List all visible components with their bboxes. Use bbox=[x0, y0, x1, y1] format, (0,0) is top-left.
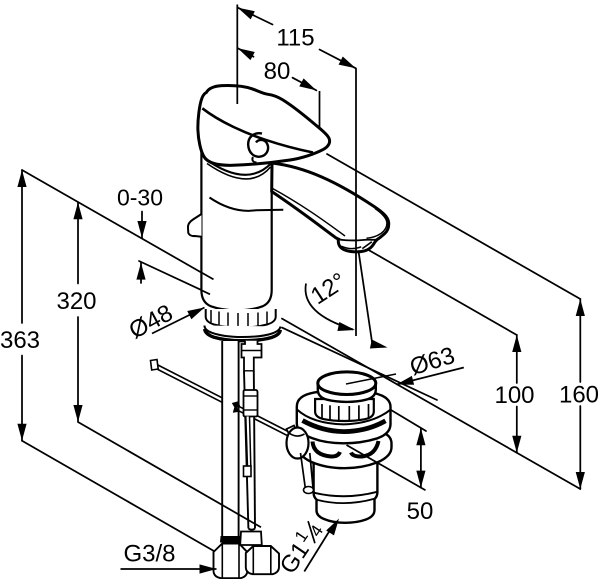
svg-text:G3/8: G3/8 bbox=[123, 541, 175, 568]
svg-text:G1: G1 bbox=[275, 537, 315, 579]
svg-text:363: 363 bbox=[0, 327, 40, 354]
svg-text:0-30: 0-30 bbox=[117, 185, 163, 211]
svg-text:12°: 12° bbox=[306, 268, 351, 310]
svg-text:80: 80 bbox=[264, 58, 291, 85]
svg-text:Ø63: Ø63 bbox=[407, 342, 458, 381]
svg-text:100: 100 bbox=[494, 382, 534, 409]
svg-text:Ø48: Ø48 bbox=[125, 299, 178, 344]
svg-text:115: 115 bbox=[276, 25, 314, 52]
svg-text:50: 50 bbox=[407, 498, 434, 525]
svg-text:320: 320 bbox=[56, 288, 96, 315]
svg-text:160: 160 bbox=[559, 381, 599, 408]
